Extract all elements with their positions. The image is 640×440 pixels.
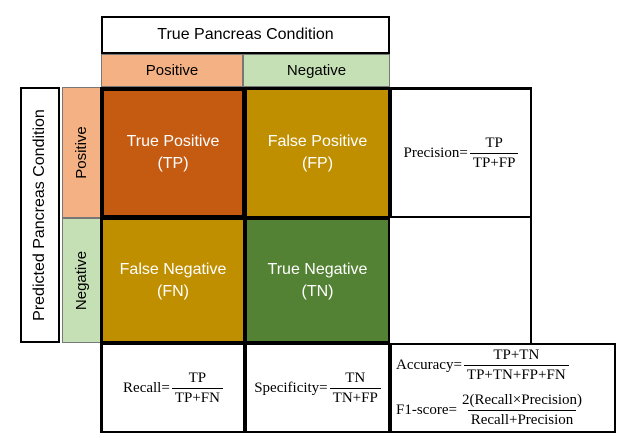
precision-formula: Precision= TP TP+FP xyxy=(404,135,519,172)
recall-denominator: TP+FN xyxy=(171,387,223,407)
predicted-condition-label: Predicted Pancreas Condition xyxy=(31,109,48,321)
tn-name: True Negative xyxy=(267,260,368,278)
accuracy-f1-box: Accuracy= TP+TN TP+TN+FP+FN F1-score= 2(… xyxy=(390,343,616,433)
accuracy-numerator: TP+TN xyxy=(493,347,540,363)
fp-abbr: (FP) xyxy=(301,155,334,172)
row-header-negative: Negative xyxy=(62,218,101,343)
precision-numerator: TP xyxy=(485,134,503,151)
column-negative-label: Negative xyxy=(286,62,347,79)
f1-formula: F1-score= 2(Recall×Precision) Recall+Pre… xyxy=(396,392,585,429)
recall-label: Recall= xyxy=(123,379,170,396)
tp-abbr: (TP) xyxy=(157,155,189,172)
precision-box: Precision= TP TP+FP xyxy=(390,88,532,218)
f1-fraction: 2(Recall×Precision) Recall+Precision xyxy=(459,392,585,429)
recall-numerator: TP xyxy=(188,369,207,386)
row-positive-label: Positive xyxy=(73,126,90,179)
row-header-positive: Positive xyxy=(62,87,101,218)
accuracy-fraction: TP+TN TP+TN+FP+FN xyxy=(463,347,569,384)
precision-fraction: TP TP+FP xyxy=(469,134,519,172)
true-condition-title: True Pancreas Condition xyxy=(101,16,390,54)
fp-name: False Positive xyxy=(267,133,368,150)
true-negative-cell: True Negative (TN) xyxy=(245,218,390,343)
recall-box: Recall= TP TP+FN xyxy=(101,343,245,433)
accuracy-denominator: TP+TN+FP+FN xyxy=(463,365,569,384)
fn-name: False Negative xyxy=(119,260,227,278)
predicted-condition-title: Predicted Pancreas Condition xyxy=(20,87,60,343)
row-negative-label: Negative xyxy=(73,250,91,311)
recall-formula: Recall= TP TP+FN xyxy=(123,370,223,407)
f1-numerator: 2(Recall×Precision) xyxy=(461,392,583,408)
specificity-fraction: TN TN+FP xyxy=(329,369,381,407)
recall-fraction: TP TP+FN xyxy=(171,369,223,407)
column-positive-label: Positive xyxy=(145,62,199,79)
accuracy-formula: Accuracy= TP+TN TP+TN+FP+FN xyxy=(396,347,569,384)
tp-name: True Positive xyxy=(126,133,220,150)
false-negative-cell: False Negative (FN) xyxy=(101,218,245,343)
specificity-label: Specificity= xyxy=(254,379,328,396)
accuracy-label: Accuracy= xyxy=(396,357,462,373)
column-header-negative: Negative xyxy=(243,54,390,87)
precision-label: Precision= xyxy=(403,144,468,161)
tn-abbr: (TN) xyxy=(301,282,334,300)
true-condition-label: True Pancreas Condition xyxy=(157,26,334,43)
specificity-numerator: TN xyxy=(345,369,366,386)
true-positive-cell: True Positive (TP) xyxy=(101,88,245,218)
precision-denominator: TP+FP xyxy=(469,152,519,172)
false-positive-cell: False Positive (FP) xyxy=(245,88,390,218)
specificity-denominator: TN+FP xyxy=(329,387,381,407)
f1-label: F1-score= xyxy=(396,402,457,418)
fn-abbr: (FN) xyxy=(157,282,189,300)
specificity-formula: Specificity= TN TN+FP xyxy=(254,370,381,407)
f1-denominator: Recall+Precision xyxy=(467,410,577,429)
column-header-positive: Positive xyxy=(101,54,243,87)
specificity-box: Specificity= TN TN+FP xyxy=(245,343,390,433)
